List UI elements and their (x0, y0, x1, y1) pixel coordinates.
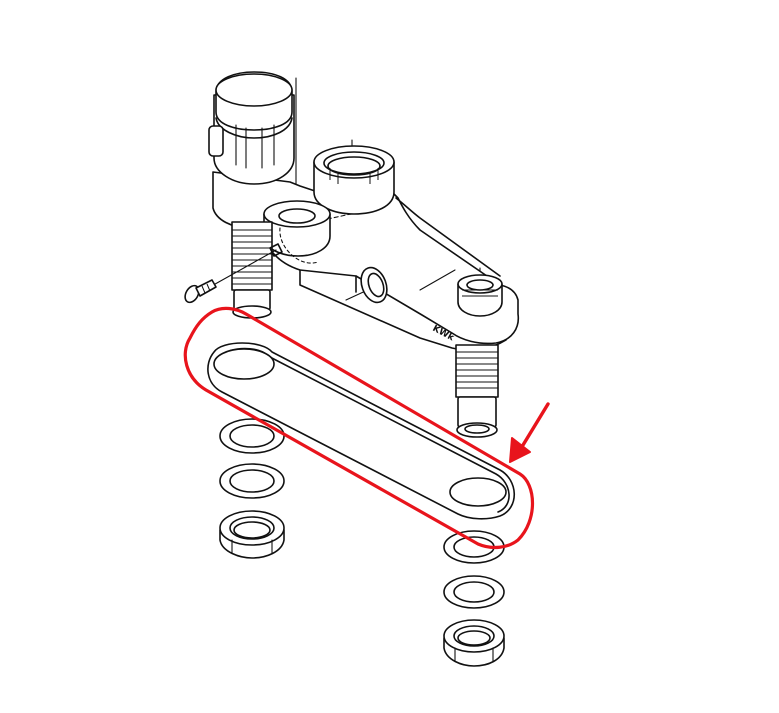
right-washer-2 (443, 575, 505, 609)
highlight-arrow (509, 402, 550, 463)
left-washer-2 (219, 463, 285, 499)
valve-handle (208, 71, 295, 185)
right-port (457, 274, 503, 317)
right-shank (455, 344, 499, 438)
set-screw (184, 243, 283, 304)
spout-socket (313, 145, 395, 215)
center-boss (263, 200, 331, 264)
highlight-outline (183, 306, 535, 550)
right-washer-stack (443, 530, 505, 667)
left-washer-1 (219, 418, 285, 454)
right-locknut (443, 619, 505, 667)
left-shank (231, 221, 273, 319)
base-gasket (207, 342, 515, 520)
left-locknut (219, 510, 285, 559)
left-washer-stack (219, 418, 285, 559)
